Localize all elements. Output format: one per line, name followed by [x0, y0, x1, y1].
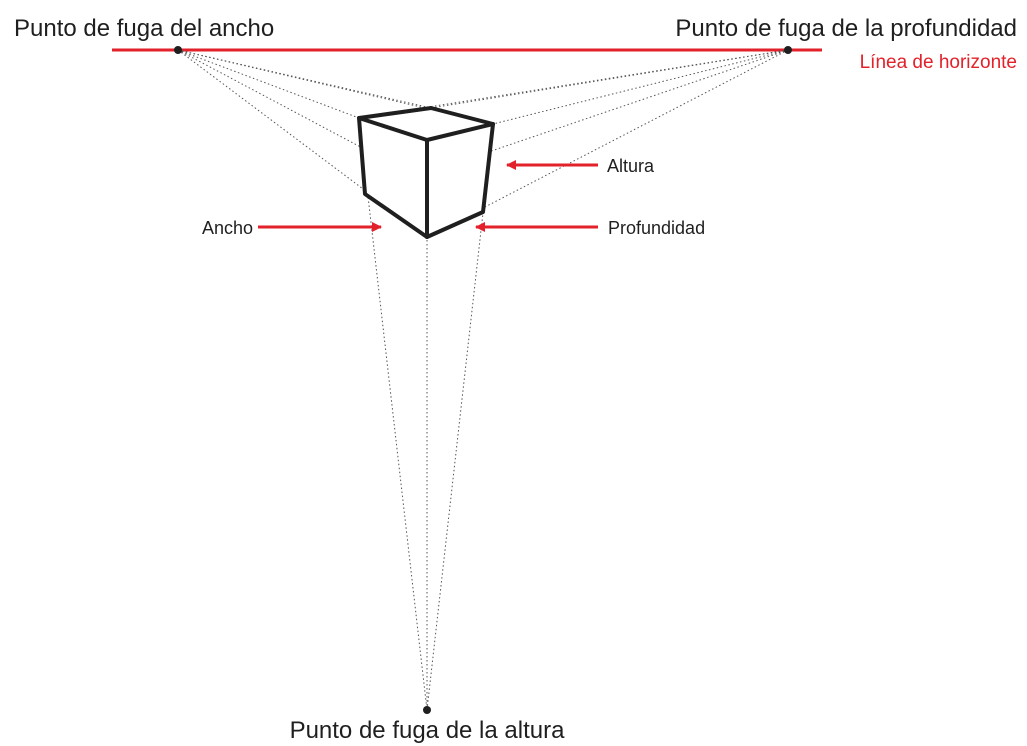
label-height: Altura	[607, 156, 655, 176]
cube	[357, 106, 495, 239]
vanishing-point-depth	[784, 46, 792, 54]
vanishing-point-height	[423, 706, 431, 714]
guide-line	[492, 49, 789, 125]
guide-line	[177, 49, 360, 119]
guide-line	[358, 117, 428, 711]
guide-line	[177, 49, 484, 213]
label-vp-height: Punto de fuga de la altura	[290, 717, 566, 744]
cube-top-edge-right	[425, 122, 495, 142]
label-vp-depth: Punto de fuga de la profundidad	[675, 15, 1017, 42]
label-vp-width: Punto de fuga del ancho	[14, 15, 274, 42]
guide-line	[177, 49, 432, 109]
arrows	[258, 160, 598, 232]
guide-line	[430, 49, 789, 109]
label-width: Ancho	[202, 218, 253, 238]
cube-top-edge-left	[357, 116, 429, 142]
label-depth: Profundidad	[608, 218, 705, 238]
vanishing-point-width	[174, 46, 182, 54]
label-horizon: Línea de horizonte	[860, 52, 1017, 73]
